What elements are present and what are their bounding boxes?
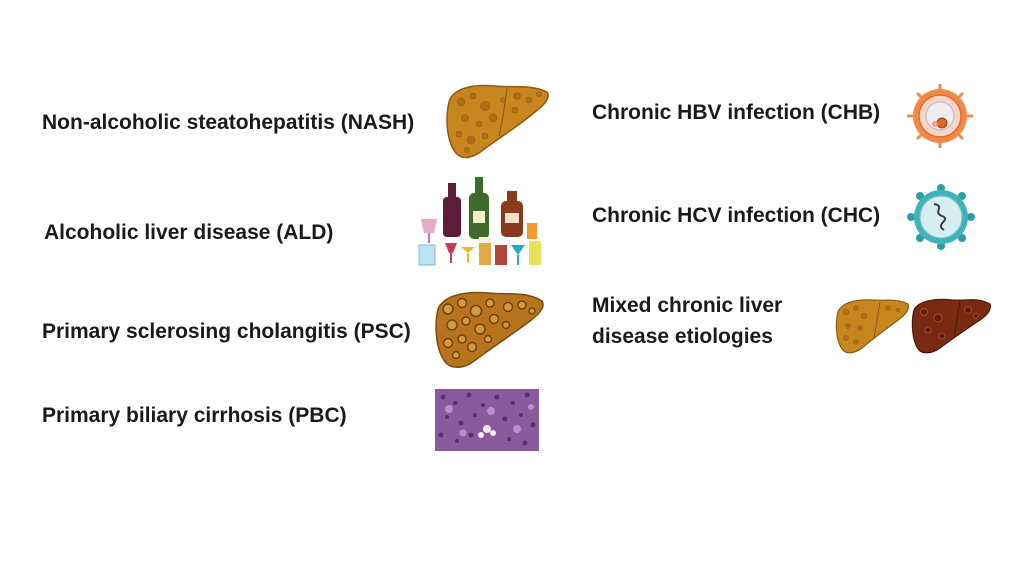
pbc-label: Primary biliary cirrhosis (PBC) xyxy=(42,404,347,427)
nash-label: Non-alcoholic steatohepatitis (NASH) xyxy=(42,111,415,134)
ald-label: Alcoholic liver disease (ALD) xyxy=(44,221,334,244)
mixed-line-2: disease etiologies xyxy=(592,325,773,348)
hbv-virus-icon xyxy=(907,84,973,148)
cirrhotic-liver-icon xyxy=(435,291,544,368)
fatty-liver-icon xyxy=(446,84,549,159)
cirrhotic-dark-liver-icon xyxy=(911,298,991,354)
psc-label: Primary sclerosing cholangitis (PSC) xyxy=(42,320,411,343)
histology-image xyxy=(435,389,539,451)
fatty-liver-icon xyxy=(835,299,909,354)
chb-label: Chronic HBV infection (CHB) xyxy=(592,101,881,124)
alcohol-drinks-icon xyxy=(418,177,541,266)
mixed-line-1: Mixed chronic liver xyxy=(592,294,783,317)
hcv-virus-icon xyxy=(907,184,975,250)
chc-label: Chronic HCV infection (CHC) xyxy=(592,204,881,227)
mixed-etiologies-label: Mixed chronic liver disease etiologies xyxy=(592,290,832,352)
